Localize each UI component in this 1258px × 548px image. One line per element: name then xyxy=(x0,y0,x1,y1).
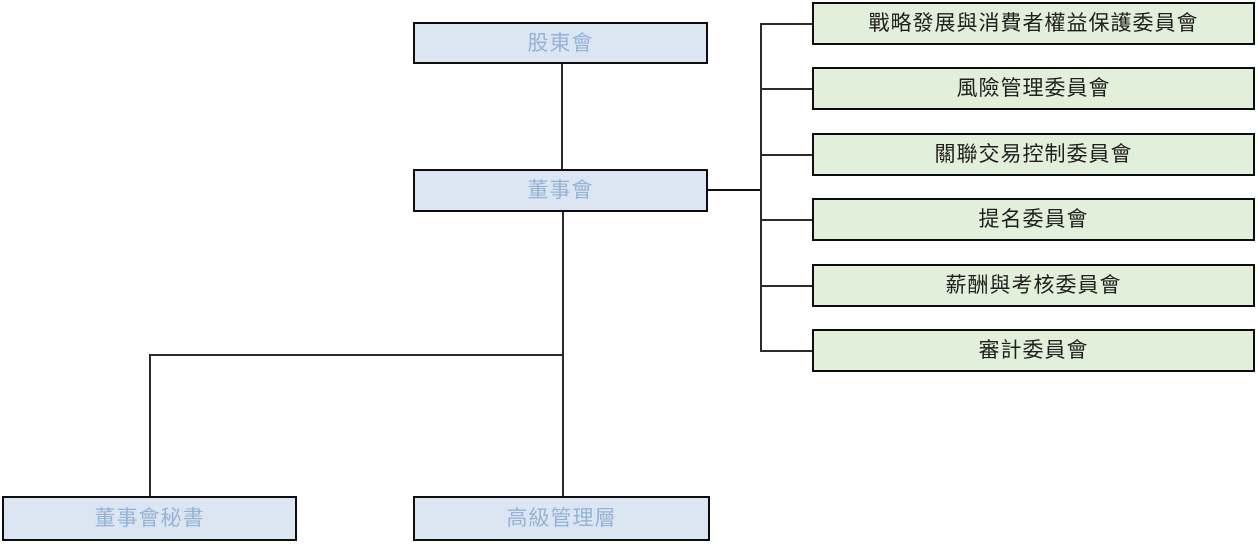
connector-committee-trunk xyxy=(760,23,762,352)
committee-label: 戰略發展與消費者權益保護委員會 xyxy=(868,11,1199,35)
node-board-label: 董事會 xyxy=(527,178,594,202)
connector-branch-committee-3 xyxy=(761,154,812,156)
node-committee-strategy-consumer-protection: 戰略發展與消費者權益保護委員會 xyxy=(812,2,1255,45)
connector-branch-committee-2 xyxy=(761,88,812,90)
node-committee-audit: 審計委員會 xyxy=(812,329,1255,372)
connector-board-to-trunk xyxy=(708,189,761,191)
connector-branch-committee-4 xyxy=(761,219,812,221)
node-committee-related-party-transaction-control: 關聯交易控制委員會 xyxy=(812,133,1255,176)
node-committee-remuneration-appraisal: 薪酬與考核委員會 xyxy=(812,264,1255,307)
committee-label: 關聯交易控制委員會 xyxy=(934,142,1133,166)
node-board-of-directors: 董事會 xyxy=(413,169,708,212)
committee-label: 審計委員會 xyxy=(978,338,1089,362)
connector-board-to-secretary-vertical xyxy=(149,354,151,496)
node-management-label: 高級管理層 xyxy=(506,506,617,530)
connector-branch-committee-6 xyxy=(761,350,812,352)
node-committee-risk-management: 風險管理委員會 xyxy=(812,67,1255,110)
committee-label: 風險管理委員會 xyxy=(956,76,1111,100)
committee-label: 提名委員會 xyxy=(978,207,1089,231)
node-committee-nomination: 提名委員會 xyxy=(812,198,1255,241)
connector-board-to-secretary-horizontal xyxy=(149,354,563,356)
node-board-secretary: 董事會秘書 xyxy=(2,496,297,541)
node-secretary-label: 董事會秘書 xyxy=(94,506,205,530)
node-shareholders-label: 股東會 xyxy=(527,30,594,55)
connector-branch-committee-5 xyxy=(761,285,812,287)
node-shareholders-meeting: 股東會 xyxy=(413,22,708,64)
committee-label: 薪酬與考核委員會 xyxy=(945,273,1122,297)
node-senior-management: 高級管理層 xyxy=(413,496,710,541)
connector-branch-committee-1 xyxy=(761,23,812,25)
connector-shareholders-board xyxy=(561,64,563,169)
